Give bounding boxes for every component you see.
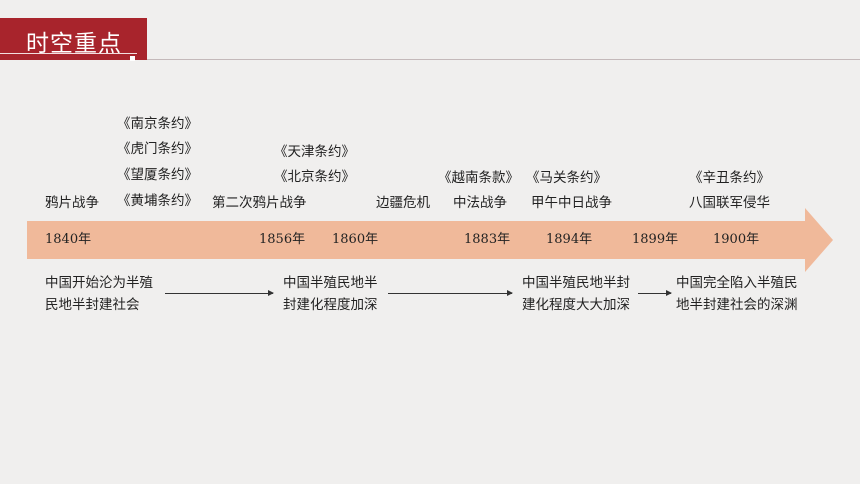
year-label: 1900年 — [713, 232, 760, 247]
event-sino-japanese-war: 甲午中日战争 — [531, 195, 612, 211]
consequence-2-line2: 封建化程度加深 — [283, 297, 378, 313]
event-eight-nation-invasion: 八国联军侵华 — [689, 195, 770, 211]
consequence-4-line1: 中国完全陷入半殖民 — [676, 275, 798, 291]
connector-arrow — [388, 290, 513, 296]
treaty-huangpu: 《黄埔条约》 — [117, 193, 198, 209]
year-label: 1883年 — [464, 232, 511, 247]
connector-arrow — [165, 290, 274, 296]
consequence-1: 中国开始沦为半殖 民地半封建社会 — [45, 272, 153, 316]
year-label: 1899年 — [632, 232, 679, 247]
event-second-opium-war: 第二次鸦片战争 — [212, 195, 307, 211]
treaty-humen: 《虎门条约》 — [117, 141, 198, 157]
treaty-xinchou: 《辛丑条约》 — [689, 170, 770, 186]
treaty-wangxia: 《望厦条约》 — [117, 167, 198, 183]
consequence-1-line1: 中国开始沦为半殖 — [45, 275, 153, 291]
event-opium-war: 鸦片战争 — [45, 195, 99, 211]
year-label: 1860年 — [332, 232, 379, 247]
year-label: 1840年 — [45, 232, 92, 247]
consequence-2: 中国半殖民地半 封建化程度加深 — [283, 272, 378, 316]
consequence-4-line2: 地半封建社会的深渊 — [676, 297, 798, 313]
consequence-4: 中国完全陷入半殖民 地半封建社会的深渊 — [676, 272, 798, 316]
section-title: 时空重点 — [26, 31, 122, 57]
treaty-beijing: 《北京条约》 — [274, 169, 355, 185]
consequence-3-line1: 中国半殖民地半封 — [522, 275, 630, 291]
title-square-mark — [130, 56, 135, 61]
year-label: 1856年 — [259, 232, 306, 247]
section-title-banner: 时空重点 — [0, 18, 147, 61]
treaty-tianjin: 《天津条约》 — [274, 144, 355, 160]
treaty-yuenan: 《越南条款》 — [438, 170, 519, 186]
connector-arrow — [638, 290, 672, 296]
event-sino-french-war: 中法战争 — [453, 195, 507, 211]
year-label: 1894年 — [546, 232, 593, 247]
consequence-2-line1: 中国半殖民地半 — [283, 275, 378, 291]
treaty-maguan: 《马关条约》 — [526, 170, 607, 186]
timeline-arrow-head — [805, 208, 833, 272]
event-border-crisis: 边疆危机 — [376, 195, 430, 211]
title-divider — [147, 59, 860, 60]
timeline-arrow-body — [27, 221, 805, 259]
consequence-3: 中国半殖民地半封 建化程度大大加深 — [522, 272, 630, 316]
treaty-nanjing: 《南京条约》 — [117, 116, 198, 132]
consequence-1-line2: 民地半封建社会 — [45, 297, 140, 313]
consequence-3-line2: 建化程度大大加深 — [522, 297, 630, 313]
